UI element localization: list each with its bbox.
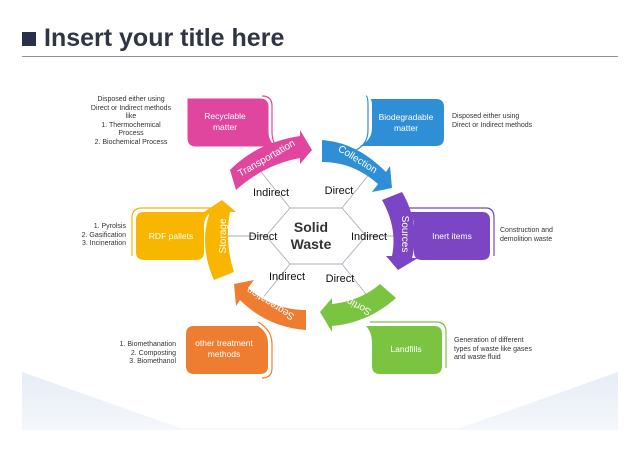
link-top-right: Direct (325, 185, 354, 197)
note-other-line: 1. Biomethanation (119, 341, 176, 348)
link-left: Direct (249, 231, 278, 243)
arrow-collection-shape (322, 140, 392, 192)
note-rdf-line: 3. Incineration (82, 240, 126, 248)
box-recyclable-rim (261, 95, 281, 151)
note-landfills: Generation of different types of waste l… (454, 337, 532, 363)
box-recyclable-line2: matter (213, 122, 237, 132)
arrow-sources-shape (382, 192, 418, 270)
box-rdf-line1: RDF pallets (149, 231, 193, 241)
note-inert-line: demolition waste (500, 235, 553, 243)
arrow-sources-label: Sources (399, 216, 410, 253)
note-other: 1. Biomethanation 2. Composting 3. Biome… (106, 341, 176, 367)
arrow-sorting-shape (320, 284, 396, 332)
note-other-line: 2. Composting (130, 349, 176, 357)
note-biodegradable-line: Disposed either using (452, 113, 520, 120)
note-recyclable-line: Process (118, 130, 144, 138)
note-landfills-line: Generation of different (454, 337, 524, 344)
box-rdf: RDF pallets (131, 207, 218, 260)
title-square-icon (22, 31, 36, 46)
note-landfills-line: types of waste like gases (454, 345, 532, 353)
box-landfills-shape (366, 326, 442, 374)
note-landfills-line: and waste fluid (454, 354, 501, 362)
web-line-top-left (257, 167, 291, 209)
arrow-storage-shape (204, 200, 236, 280)
web-line-bottom-left (257, 263, 291, 305)
note-recyclable-line: like (125, 113, 137, 121)
note-recyclable-line: 1. Thermochemical (101, 121, 161, 129)
box-biodegradable: Biodegradable matter (355, 95, 444, 151)
arrow-transportation-shape (230, 130, 312, 190)
note-biodegradable: Disposed either using Direct or Indirect… (452, 113, 532, 130)
box-other: other treatment methods (186, 321, 273, 379)
center-label-line1: Solid (294, 219, 328, 235)
note-inert: Construction and demolition waste (500, 227, 553, 244)
box-inert-rim (400, 207, 495, 256)
box-landfills: Landfills (366, 321, 447, 374)
box-rdf-shape (136, 212, 212, 260)
box-inert-line1: Inert items (432, 231, 472, 241)
box-biodegradable-rim (355, 95, 369, 151)
center-label-line2: Waste (291, 236, 332, 252)
note-rdf-line: 1. Pyrolsis (93, 223, 126, 230)
box-recyclable: Recyclable matter (187, 95, 281, 151)
arrow-sorting: Sorting (320, 284, 396, 332)
arrow-segregation: Segregation (234, 280, 306, 330)
arrow-sources: Sources (382, 192, 418, 270)
link-bottom-right: Direct (326, 273, 355, 285)
note-other-line: 3. Biomethanol (129, 358, 176, 366)
box-biodegradable-shape (360, 99, 444, 146)
box-rdf-rim (131, 207, 218, 256)
arrow-segregation-shape (234, 280, 306, 330)
box-other-shape (186, 326, 268, 374)
note-recyclable-line: Direct or Indirect methods (90, 104, 172, 112)
box-inert-shape (406, 212, 490, 260)
note-recyclable-line: Disposed either using (97, 96, 165, 103)
arrow-storage: Storage (204, 200, 236, 280)
note-inert-line: Construction and (500, 227, 553, 234)
note-recyclable-line: 2. Biochemical Process (94, 138, 168, 146)
link-bottom-left: Indirect (269, 271, 305, 283)
note-biodegradable-line: Direct or Indirect methods (452, 121, 533, 129)
background-band (22, 372, 618, 430)
box-inert: Inert items (400, 207, 495, 260)
box-recyclable-shape (187, 98, 277, 147)
link-right: Indirect (351, 231, 387, 243)
title-divider (22, 56, 618, 57)
note-rdf-line: 2. Gasification (81, 231, 126, 239)
page-title[interactable]: Insert your title here (44, 24, 285, 52)
title-bar: Insert your title here (22, 24, 284, 53)
box-biodegradable-line2: matter (394, 123, 418, 133)
box-other-rim (257, 321, 273, 379)
note-rdf: 1. Pyrolsis 2. Gasification 3. Incinerat… (70, 223, 126, 249)
box-other-line2: methods (208, 349, 241, 359)
box-landfills-rim (370, 321, 447, 368)
note-recyclable: Disposed either using Direct or Indirect… (86, 96, 176, 148)
link-top-left: Indirect (253, 187, 289, 199)
box-recyclable-line1: Recyclable (204, 111, 246, 121)
box-other-line1: other treatment (195, 338, 253, 348)
box-biodegradable-line1: Biodegradable (379, 112, 434, 122)
box-landfills-line1: Landfills (390, 344, 421, 354)
arrow-storage-label: Storage (218, 218, 229, 253)
